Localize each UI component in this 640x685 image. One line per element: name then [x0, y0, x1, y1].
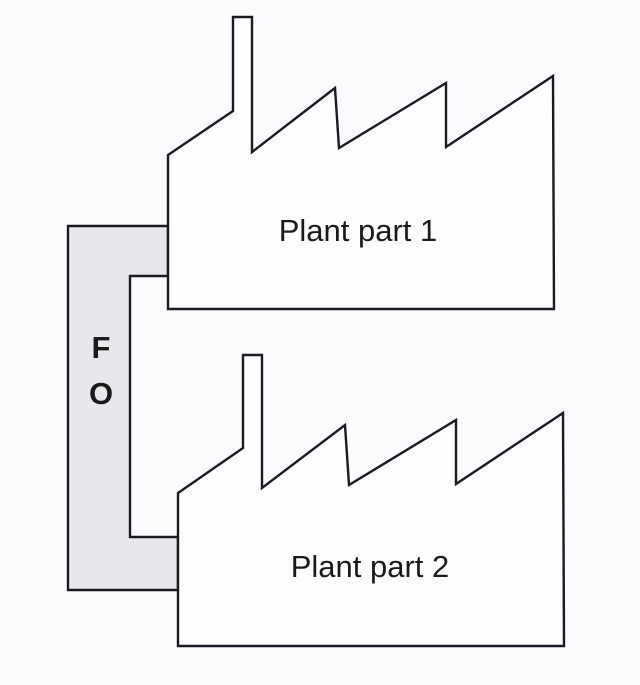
plant-part-1-building: [166, 15, 556, 311]
plant-part-2-building: [176, 353, 566, 648]
fo-letter-f: F: [92, 330, 111, 365]
plant-part-1-label: Plant part 1: [279, 213, 438, 248]
fo-letter-o: O: [89, 376, 113, 411]
fo-connector: [66, 224, 180, 592]
plant-part-2-label: Plant part 2: [291, 549, 450, 584]
